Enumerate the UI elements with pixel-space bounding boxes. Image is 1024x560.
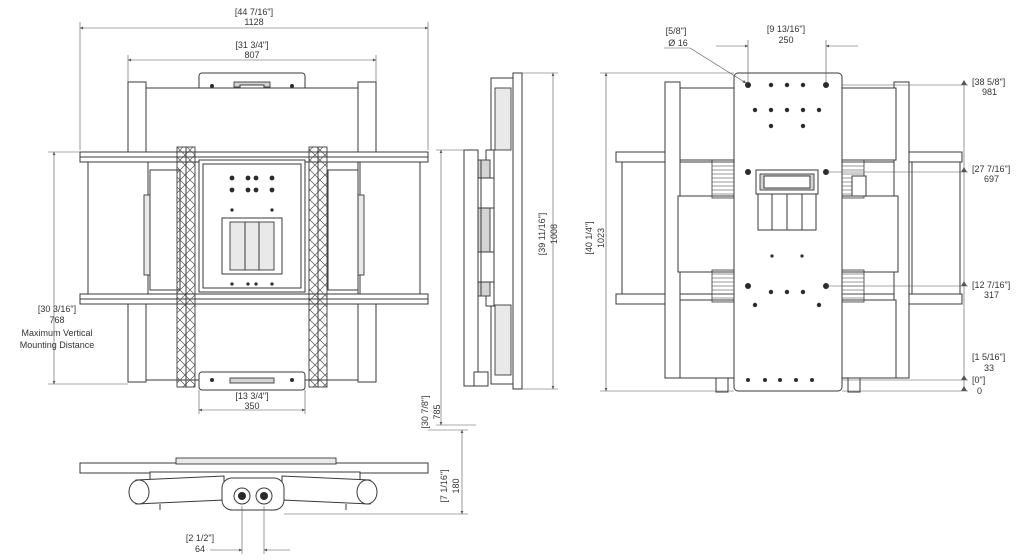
dim-front-width-metric: 1128 — [244, 17, 263, 27]
dim-side-height-metric: 1008 — [549, 224, 559, 244]
dim-back-height-imperial: [40 1/4"] — [584, 221, 594, 254]
dim-front-vertical-caption-2: Mounting Distance — [20, 340, 95, 350]
back-plate-holes — [745, 82, 829, 382]
dim-back-spacing-imperial: [9 13/16"] — [767, 24, 805, 34]
dim-front-bottom-width-metric: 350 — [244, 401, 259, 411]
dim-side-drop-metric: 785 — [432, 404, 442, 419]
dim-front-inner-width-metric: 807 — [244, 50, 259, 60]
dim-back-697-metric: 697 — [984, 174, 999, 184]
dim-back-0-imperial: [0"] — [972, 375, 985, 385]
dim-side-height-imperial: [39 11/16"] — [537, 213, 547, 256]
dim-back-height-metric: 1023 — [596, 228, 606, 248]
dim-back-spacing-metric: 250 — [778, 35, 793, 45]
dim-top-offset-imperial: [2 1/2"] — [186, 533, 214, 543]
dim-back-33-imperial: [1 5/16"] — [972, 352, 1005, 362]
dim-back-hole-imperial: [5/8"] — [666, 26, 687, 36]
dim-back-317-metric: 317 — [984, 290, 999, 300]
dim-front-inner-width-imperial: [31 3/4"] — [235, 40, 268, 50]
side-view: [39 11/16"] 1008 [30 7/8"] 785 — [420, 72, 559, 429]
dim-front-vertical-imperial: [30 3/16"] — [38, 304, 76, 314]
dim-front-width-imperial: [44 7/16"] — [235, 7, 273, 17]
dim-back-981-imperial: [38 5/8"] — [972, 77, 1005, 87]
back-view: [5/8"] Ø 16 [9 13/16"] 250 [40 1/4"] 102… — [584, 24, 1010, 396]
dim-top-depth-imperial: [7 1/16"] — [439, 469, 449, 502]
dim-back-981-metric: 981 — [982, 87, 997, 97]
dim-back-33-metric: 33 — [984, 363, 994, 373]
dim-side-drop-imperial: [30 7/8"] — [420, 395, 430, 428]
dim-front-bottom-width-imperial: [13 3/4"] — [235, 391, 268, 401]
dim-top-depth-metric: 180 — [451, 478, 461, 493]
dim-back-hole-metric: Ø 16 — [668, 38, 688, 48]
top-view: [7 1/16"] 180 [2 1/2"] 64 — [79, 429, 468, 554]
dim-front-vertical-metric: 768 — [49, 315, 64, 325]
dim-front-vertical-caption-1: Maximum Vertical — [21, 328, 92, 338]
dim-back-317-imperial: [12 7/16"] — [972, 280, 1010, 290]
dim-top-offset-metric: 64 — [195, 544, 205, 554]
dim-back-697-imperial: [27 7/16"] — [972, 164, 1010, 174]
front-view: [44 7/16"] 1128 [31 3/4"] 807 — [20, 7, 429, 414]
dim-back-0-metric: 0 — [977, 386, 982, 396]
front-plate-holes — [229, 175, 275, 286]
